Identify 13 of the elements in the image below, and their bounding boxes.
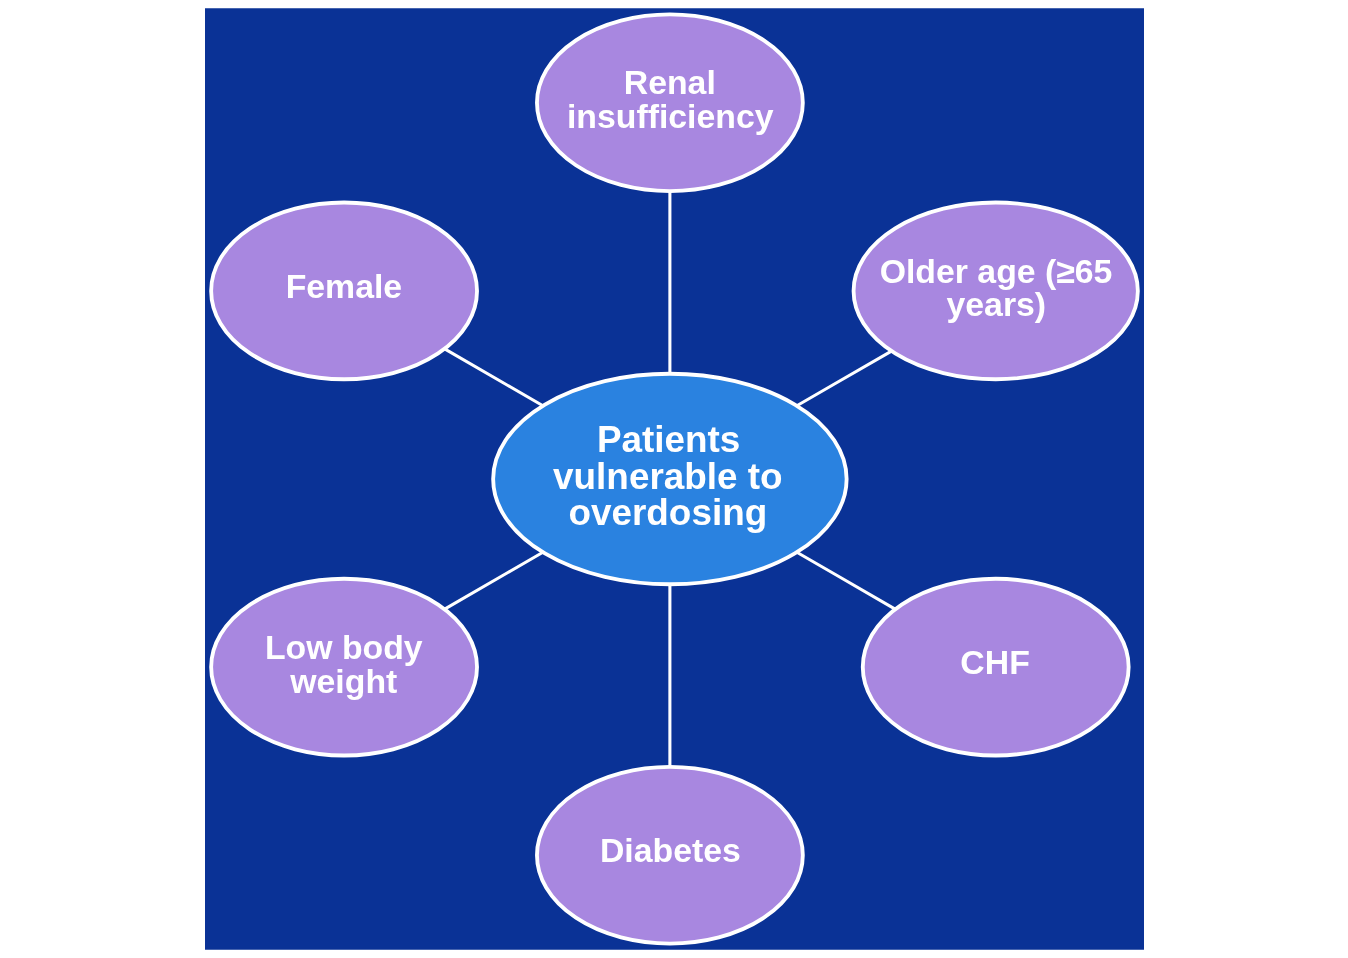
connector xyxy=(667,191,671,374)
node-ellipse: CHF xyxy=(860,576,1131,758)
node-ellipse: Renal insufficiency xyxy=(534,12,805,194)
connector xyxy=(443,551,543,611)
node-ellipse: Low body weight xyxy=(208,576,479,758)
connector xyxy=(796,551,896,611)
connector xyxy=(667,584,671,767)
node-ellipse: Diabetes xyxy=(534,764,805,946)
node-ellipse: Patients vulnerable to overdosing xyxy=(490,371,849,587)
connector xyxy=(796,350,892,407)
connector xyxy=(443,347,543,407)
node-ellipse: Female xyxy=(208,200,479,382)
node-ellipse: Older age (≥65 years) xyxy=(851,200,1140,382)
